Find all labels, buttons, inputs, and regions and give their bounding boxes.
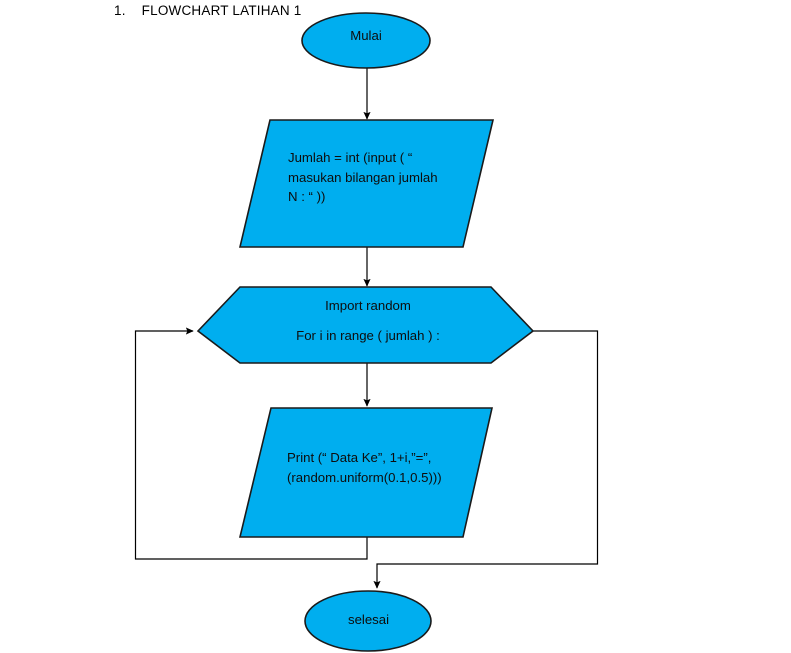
node-print-data-shape[interactable] <box>238 407 493 538</box>
page-title: 1. FLOWCHART LATIHAN 1 <box>114 3 302 18</box>
connector-print-back-to-loop <box>134 327 368 560</box>
node-end-shape[interactable] <box>304 590 432 652</box>
node-input-jumlah-shape[interactable] <box>238 119 495 248</box>
node-loop-shape[interactable] <box>196 286 535 364</box>
connector-loop-exit-to-end <box>373 330 599 589</box>
node-start-shape[interactable] <box>301 12 431 69</box>
list-number: 1. <box>114 3 126 18</box>
page-title-text: FLOWCHART LATIHAN 1 <box>141 3 302 18</box>
